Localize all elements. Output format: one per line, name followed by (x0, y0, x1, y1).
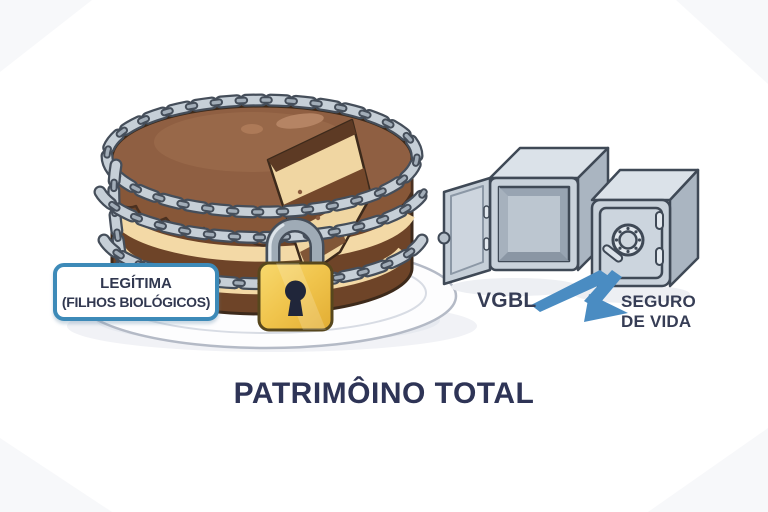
seguro-de-vida-label: SEGURO DE VIDA (621, 292, 696, 332)
arrow-to-vgbl-icon (531, 270, 613, 312)
legitima-label-line2: (FILHOS BIOLÓGICOS) (61, 293, 211, 310)
legitima-label: LEGÍTIMA (FILHOS BIOLÓGICOS) (53, 263, 219, 321)
legitima-label-line1: LEGÍTIMA (100, 274, 172, 292)
seguro-label-line2: DE VIDA (621, 312, 692, 331)
chain-top-icon (100, 93, 424, 219)
vgbl-label: VGBL (477, 289, 537, 312)
seguro-label-line1: SEGURO (621, 292, 696, 311)
chain-middle-icon (93, 185, 431, 244)
safe-closed-icon (574, 168, 700, 303)
page-title: PATRIMÔINO TOTAL (233, 377, 535, 410)
safe-open-icon (437, 146, 610, 296)
combination-dial-icon (602, 223, 645, 263)
arrow-to-seguro-icon (584, 270, 628, 322)
padlock-icon (257, 217, 334, 332)
